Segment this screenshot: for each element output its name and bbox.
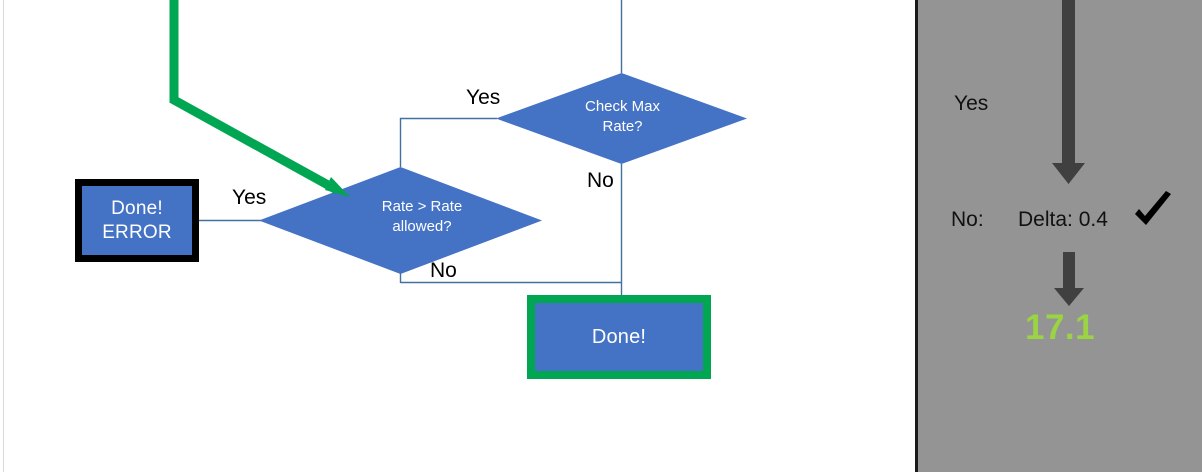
green-highlight-arrow-path bbox=[169, 0, 340, 194]
edge-label-no-from-check-max: No bbox=[587, 169, 614, 192]
edge-label-no-from-rate-gt: No bbox=[430, 259, 457, 282]
decision-rate-gt-allowed-shape bbox=[259, 167, 542, 274]
panel-no-label: No: bbox=[951, 208, 984, 231]
node-done-label: Done! bbox=[591, 325, 647, 348]
checkmark-icon bbox=[1135, 191, 1171, 225]
decision-check-max-rate-shape bbox=[496, 73, 747, 164]
edge-label-yes-to-rate-gt: Yes bbox=[466, 86, 501, 109]
panel-arrow-top bbox=[1052, 0, 1085, 184]
node-done-error-line2: ERROR bbox=[102, 221, 172, 243]
panel-arrow-bottom bbox=[1054, 252, 1084, 306]
panel-delta-label: Delta: 0.4 bbox=[1018, 208, 1108, 231]
node-done-error[interactable]: Done! ERROR bbox=[75, 179, 199, 262]
slide-left-edge-rule bbox=[3, 0, 4, 472]
panel-result-value: 17.1 bbox=[1025, 308, 1096, 347]
side-panel: Yes No: Delta: 0.4 17.1 bbox=[915, 0, 1202, 472]
panel-arrows bbox=[1052, 0, 1085, 306]
node-done-error-line1: Done! bbox=[111, 197, 163, 219]
node-done[interactable]: Done! bbox=[527, 295, 711, 379]
flowchart-connectors-and-shapes bbox=[169, 0, 747, 296]
connector-check-max-yes-to-rate-gt bbox=[399, 117, 497, 167]
edge-label-yes-to-done-error: Yes bbox=[232, 186, 267, 209]
panel-yes-label: Yes bbox=[954, 92, 989, 115]
green-highlight-arrowhead bbox=[325, 177, 350, 197]
flowchart-canvas: Done! ERROR Done! Rate > Rate allowed? C… bbox=[3, 0, 747, 472]
